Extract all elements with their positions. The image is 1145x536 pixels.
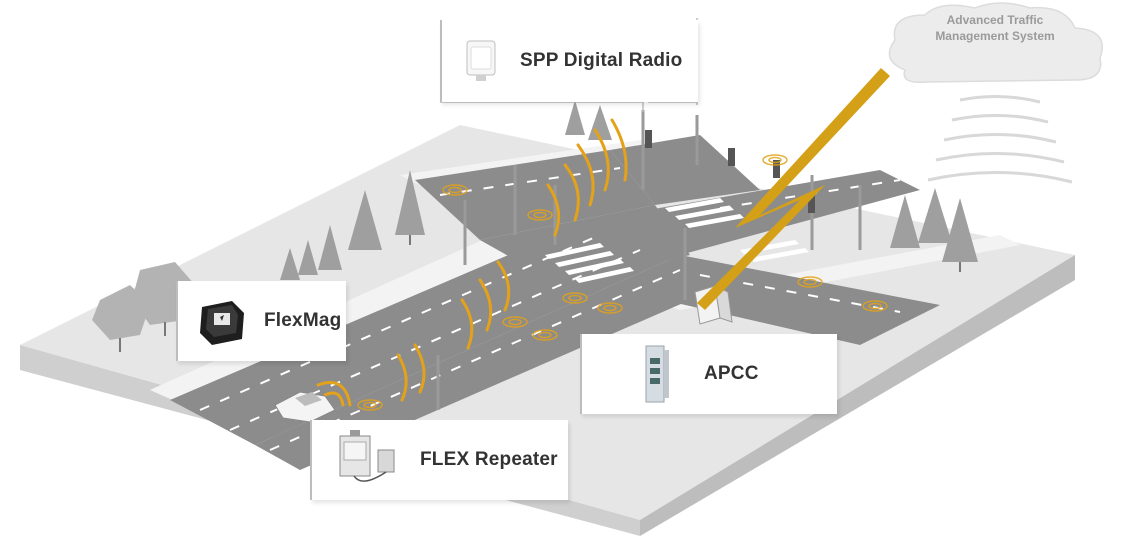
magnetometer-sensor-icon [200,301,244,345]
flex-repeater-label: FLEX Repeater [420,449,558,470]
callout-flexmag: FlexMag [176,281,346,361]
wireless-link-bolt [697,68,890,310]
atms-cloud-label: Advanced Traffic Management System [915,12,1075,44]
flexmag-label: FlexMag [264,310,342,331]
broadcast-arcs [927,94,1073,184]
radio-signal-waves [316,118,628,407]
car [274,391,336,423]
callout-flex-repeater: FLEX Repeater [310,420,568,500]
atms-label-line2: Management System [935,29,1055,43]
radio-box-icon [466,40,496,81]
callout-spp-digital-radio: SPP Digital Radio [440,20,698,102]
controller-card-icon [645,345,669,403]
atms-cloud [888,2,1103,83]
road-sensors [357,154,888,411]
callout-apcc: APCC [580,334,837,414]
spp-digital-radio-label: SPP Digital Radio [520,50,683,71]
apcc-label: APCC [704,363,759,384]
roads [170,135,940,470]
atms-label-line1: Advanced Traffic [946,13,1044,27]
signal-heads [645,130,815,213]
repeater-cabinet-icon [339,430,395,482]
